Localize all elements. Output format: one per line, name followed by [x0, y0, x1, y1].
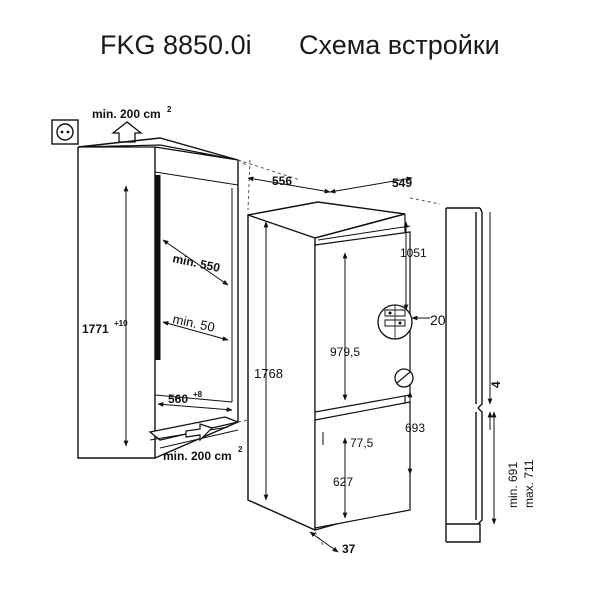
furniture-door-profile — [445, 207, 483, 543]
fridge-door-label: 1051 — [400, 246, 427, 260]
freezer-inner-label: 627 — [333, 475, 353, 489]
niche-depth-label: min. 550 — [171, 251, 221, 275]
model-title: FKG 8850.0i — [100, 30, 252, 60]
gap-dim — [162, 321, 229, 341]
unit-depth-dim — [329, 176, 413, 194]
toe-dim — [309, 531, 339, 553]
niche-height-tol: +10 — [114, 319, 128, 328]
door-min-label: min. 691 — [506, 462, 520, 508]
niche-width-label: 560 — [168, 392, 188, 406]
airflow-arrow-top-icon — [111, 121, 143, 143]
hinge-lower-icon — [394, 368, 414, 388]
gap-label: min. 50 — [171, 311, 216, 335]
unit-width-label: 556 — [272, 174, 292, 188]
niche-height-label: 1771 — [82, 322, 109, 336]
title-bar: FKG 8850.0i Схема встройки — [0, 30, 600, 70]
niche-depth-dim — [162, 239, 229, 286]
airflow-arrow-bottom-icon — [185, 423, 214, 442]
vent-top-label: min. 200 cm — [92, 107, 161, 121]
niche-width-tol: +8 — [193, 390, 203, 399]
unit-height-label: 1768 — [254, 366, 283, 381]
door-gap-label: 4 — [489, 381, 503, 388]
fridge-inner-label: 979,5 — [330, 345, 360, 359]
toe-label: 37 — [342, 542, 356, 556]
offset-label: 77,5 — [350, 436, 374, 450]
vent-bottom-label: min. 200 cm — [163, 449, 232, 463]
niche-width-dim — [157, 402, 233, 412]
scheme-title: Схема встройки — [299, 30, 500, 60]
vent-top-sup: 2 — [167, 105, 172, 114]
hinge-gap-label: 20 — [430, 312, 446, 328]
hinge-detail-icon — [377, 304, 430, 340]
niche-outline — [77, 137, 239, 459]
vent-bottom-sup: 2 — [238, 445, 243, 454]
power-socket-icon — [51, 119, 79, 145]
door-max-label: max. 711 — [522, 459, 536, 508]
unit-width-dim — [247, 176, 331, 194]
freezer-door-label: 693 — [405, 421, 425, 435]
unit-depth-label: 549 — [392, 176, 412, 190]
